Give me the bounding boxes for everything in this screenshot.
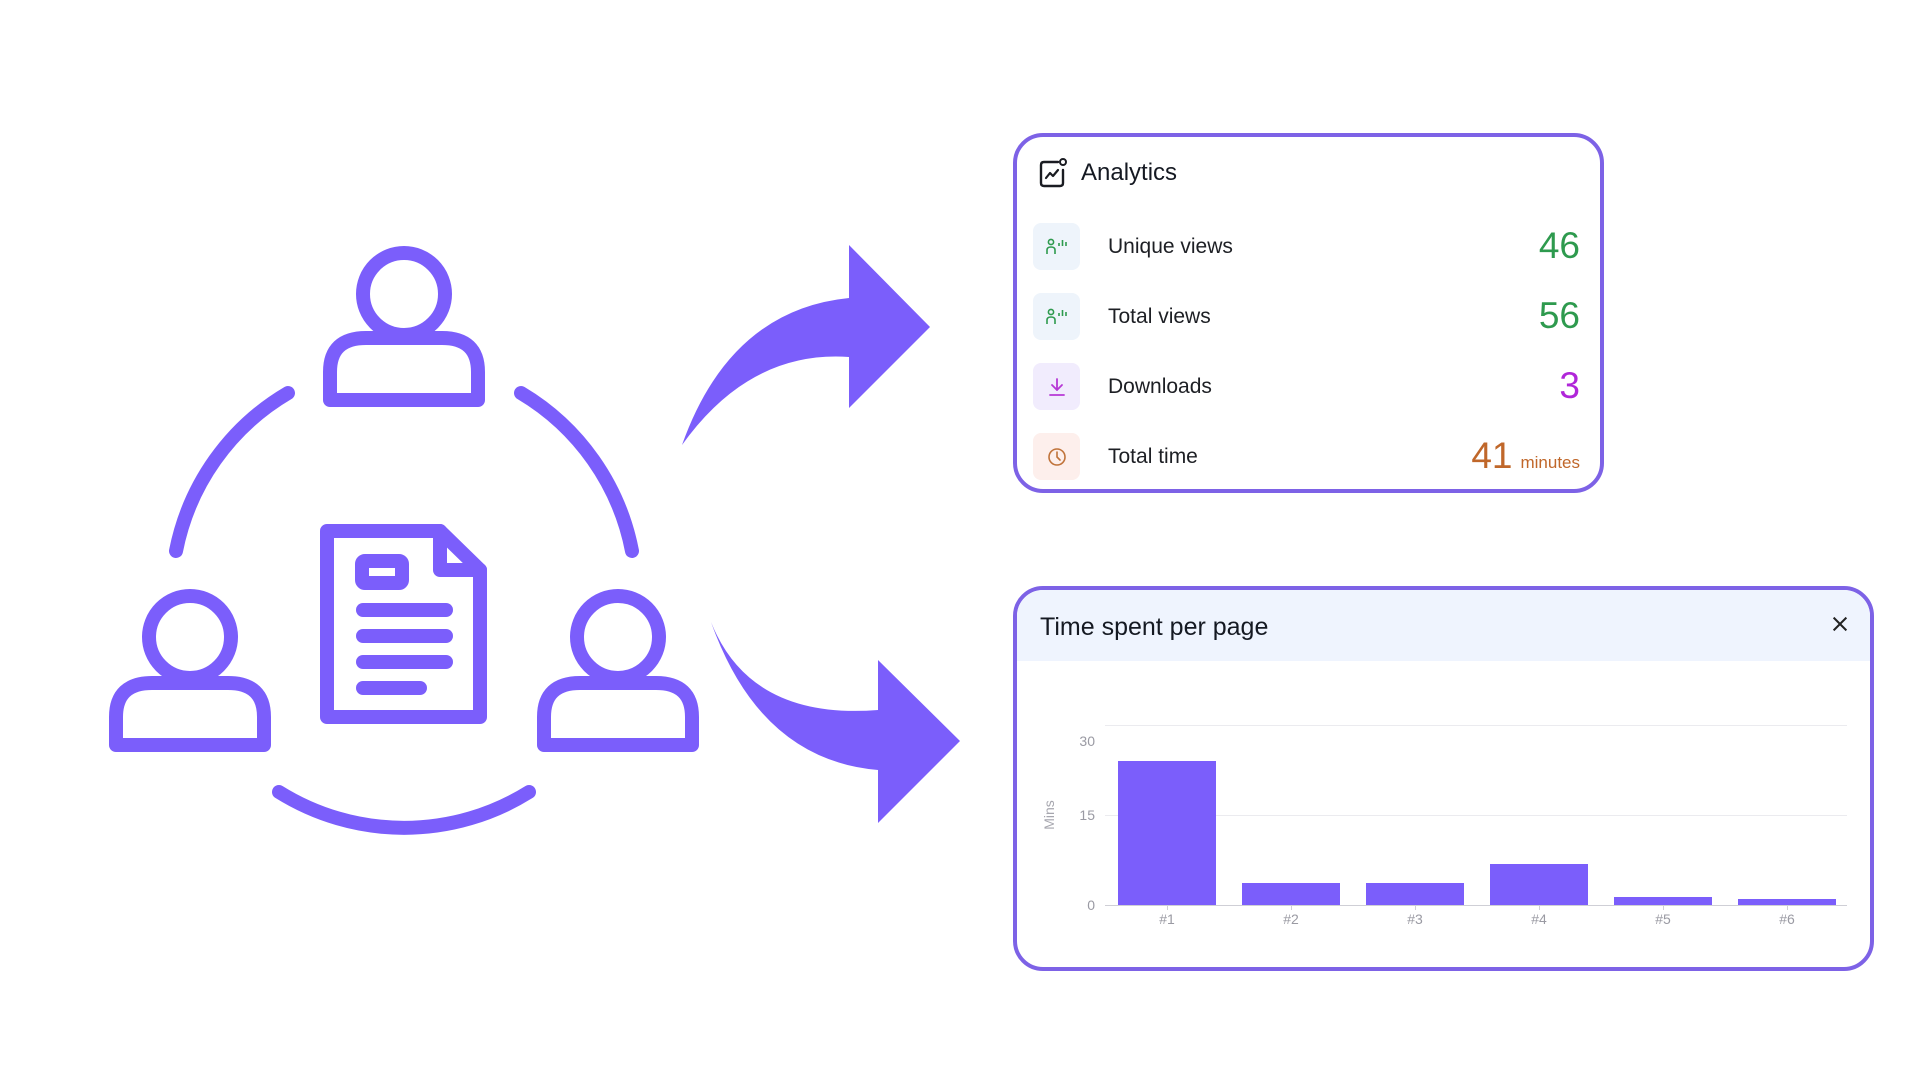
bar[interactable]: [1242, 883, 1340, 905]
x-tick-mark: [1415, 905, 1416, 910]
document-icon: [320, 524, 487, 724]
metric-number: 56: [1538, 295, 1580, 336]
metric-number: 3: [1559, 365, 1580, 406]
y-axis-label: Mins: [1041, 800, 1057, 830]
chart-header: Time spent per page: [1017, 590, 1870, 661]
analytics-card: Analytics Unique views 46 Total views 56…: [1013, 133, 1604, 493]
gridline-15: [1105, 815, 1847, 816]
bar-chart: 30 15 0 Mins #1 #2 #3 #4 #5 #6: [1017, 590, 1870, 967]
bar[interactable]: [1118, 761, 1216, 905]
x-tick-label: #6: [1779, 911, 1795, 927]
document-sharing-illustration: [109, 245, 960, 835]
time-per-page-card: Time spent per page 30 15 0 Mins #1 #2 #3 #…: [1013, 586, 1874, 971]
metric-row-total-views: Total views 56: [1017, 293, 1600, 341]
x-tick-mark: [1167, 905, 1168, 910]
clock-icon: [1033, 433, 1080, 480]
y-tick-label: 15: [1079, 807, 1095, 823]
connection-arc-top-left: [169, 386, 295, 558]
bar[interactable]: [1366, 883, 1464, 905]
person-icon-right: [537, 589, 699, 752]
chart-title: Time spent per page: [1040, 613, 1269, 641]
metric-label: Total time: [1108, 445, 1198, 468]
metric-label: Unique views: [1108, 235, 1233, 258]
metric-unit: minutes: [1520, 453, 1580, 472]
analytics-chart-icon: [1039, 158, 1067, 188]
metric-value: 41 minutes: [1471, 435, 1580, 484]
analytics-title: Analytics: [1081, 159, 1178, 186]
metric-row-total-time: Total time 41 minutes: [1017, 433, 1600, 481]
arrow-to-chart: [711, 622, 960, 823]
bar[interactable]: [1614, 897, 1712, 905]
person-icon-top: [323, 246, 485, 407]
connection-arc-bottom: [272, 785, 536, 835]
x-tick-label: #5: [1655, 911, 1671, 927]
metric-value: 56: [1539, 295, 1580, 337]
metric-number: 41: [1471, 435, 1513, 476]
metric-label: Total views: [1108, 305, 1211, 328]
x-tick-label: #1: [1159, 911, 1175, 927]
y-tick-label: 0: [1087, 897, 1095, 913]
gridline-30: [1105, 725, 1847, 726]
x-tick-mark: [1539, 905, 1540, 910]
x-tick-mark: [1787, 905, 1788, 910]
metric-number: 46: [1538, 225, 1580, 266]
x-tick-label: #2: [1283, 911, 1299, 927]
x-axis-line: [1105, 905, 1847, 906]
bar[interactable]: [1738, 899, 1836, 905]
x-tick-mark: [1663, 905, 1664, 910]
metric-label: Downloads: [1108, 375, 1212, 398]
metric-row-downloads: Downloads 3: [1017, 363, 1600, 411]
bar[interactable]: [1490, 864, 1588, 905]
arrow-to-analytics: [682, 245, 930, 445]
person-icon-left: [109, 589, 271, 752]
y-tick-label: 30: [1079, 733, 1095, 749]
metric-value: 3: [1559, 365, 1580, 407]
x-tick-mark: [1291, 905, 1292, 910]
viewers-icon: [1033, 223, 1080, 270]
connection-arc-top-right: [514, 386, 639, 558]
download-icon: [1033, 363, 1080, 410]
metric-row-unique-views: Unique views 46: [1017, 223, 1600, 271]
x-tick-label: #4: [1531, 911, 1547, 927]
metric-value: 46: [1539, 225, 1580, 267]
viewers-icon: [1033, 293, 1080, 340]
x-tick-label: #3: [1407, 911, 1423, 927]
